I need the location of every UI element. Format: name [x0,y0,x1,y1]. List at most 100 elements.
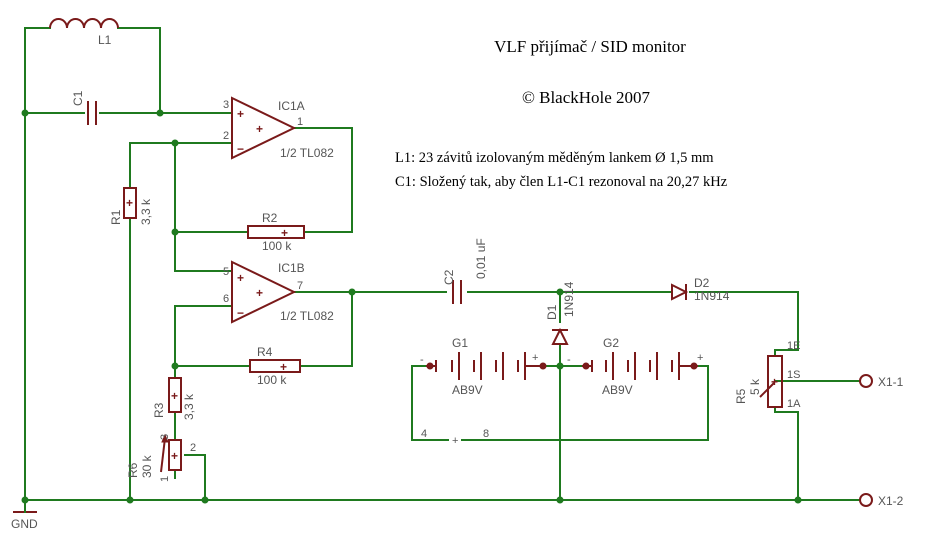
copyright-notice: © BlackHole 2007 [522,88,651,107]
ic1a-value: 1/2 TL082 [280,146,334,160]
r6-label: R6 [126,462,140,478]
g2-label: G2 [603,336,619,350]
resistor-body-icon [249,359,301,373]
resistor-body-icon [168,377,182,413]
c1-label: C1 [71,90,85,106]
battery-g1: - + G1 AB9V [420,336,547,397]
ic1a-label: IC1A [278,99,305,113]
resistor-r4: + R4 100 k [249,345,301,387]
r5-pin-a: 1A [787,398,801,410]
ic1b-pin6: 6 [223,293,229,305]
trimmer-arrow-icon [160,437,166,473]
note-l1: L1: 23 závitů izolovaným měděným lankem … [395,150,714,166]
junction-dot [156,109,164,117]
junction-dot [171,139,179,147]
ic1a-pin1: 1 [297,116,303,128]
r6-pin3: 3 [159,434,171,440]
note-c1: C1: Složený tak, aby člen L1-C1 rezonova… [395,174,728,190]
ic1b-pin5: 5 [223,266,229,278]
wire-l1-loop [24,27,161,114]
supply-plus-sign: + [452,435,458,447]
wire-r5 [774,349,799,501]
battery-terminal-icon [582,362,590,370]
junction-dot [171,228,179,236]
terminal-x1-1: X1-1 [859,374,904,389]
junction-dot [126,496,134,504]
wire-r6-wiper [184,454,206,501]
opamp-ic1b: + − + 5 6 7 IC1B 1/2 TL082 [223,260,334,324]
r6-pin1: 1 [159,476,171,482]
capacitor-c1: C1 [71,90,97,125]
r3-label: R3 [152,402,166,418]
resistor-marker: + [171,449,178,463]
resistor-marker: + [126,196,133,210]
schematic-title: VLF přijímač / SID monitor [494,37,686,56]
opamp-triangle-icon [231,96,297,160]
junction-dot [171,362,179,370]
junction-dot [201,496,209,504]
wire-c2-d2 [467,291,799,351]
r6-value: 30 k [140,454,154,478]
diode-d2: D2 1N914 [671,276,730,303]
opamp-triangle-icon [231,260,297,324]
g1-value: AB9V [452,383,483,397]
r6-pin2: 2 [190,442,196,454]
diode-d1: D1 1N914 [545,281,576,345]
potentiometer-body-icon [767,355,783,408]
resistor-marker: + [280,360,287,374]
r4-value: 100 k [257,373,287,387]
potentiometer-wiper-icon [759,382,775,398]
battery-terminal-icon [539,362,547,370]
d2-label: D2 [694,276,710,290]
supply-pins: 4 + 8 [421,428,489,447]
r1-label: R1 [109,209,123,225]
wire-ic1a-minus [129,142,233,189]
resistor-r2: + R2 100 k [247,211,305,253]
opamp-plus-sign: + [237,271,244,285]
r2-label: R2 [262,211,278,225]
c2-label: C2 [442,269,456,285]
r5-value: 5 k [748,378,762,395]
supply-pin4: 4 [421,428,427,440]
wires [24,27,861,501]
resistor-r1: + R1 3,3 k [109,187,153,225]
inductor-coil-icon [49,18,119,29]
trimmer-body-icon [168,439,182,471]
terminal-x1-2: X1-2 [859,493,904,508]
r5-label: R5 [734,388,748,404]
ic1a-pin3: 3 [223,99,229,111]
junctions [21,109,802,504]
g2-value: AB9V [602,383,633,397]
c2-value: 0,01 uF [474,238,488,279]
d1-label: D1 [545,304,559,320]
g1-plus-sign: + [532,352,538,364]
wire-feedback-node [174,142,233,272]
r5-pin-s: 1S [787,369,800,381]
opamp-minus-sign: − [237,142,244,156]
g2-plus-sign: + [697,352,703,364]
capacitor-c2: C2 0,01 uF [442,238,488,304]
opamp-plus-sign: + [237,107,244,121]
d1-value: 1N914 [562,281,576,317]
terminal-pad-icon [859,374,873,388]
resistor-marker: + [171,389,178,403]
ic1b-pin7: 7 [297,280,303,292]
inductor-l1: L1 [49,18,119,47]
resistor-body-icon [247,225,305,239]
resistor-marker: + [281,226,288,240]
ground-symbol: GND [11,499,38,531]
gnd-label: GND [11,517,38,531]
battery-terminal-icon [690,362,698,370]
l1-label: L1 [98,33,112,47]
supply-pin8: 8 [483,428,489,440]
junction-dot [556,496,564,504]
wire-r2-feedback [174,127,353,233]
diode-triangle-icon [551,327,569,345]
opamp-power-sign: + [256,122,263,136]
opamp-ic1a: + − + 3 2 1 IC1A 1/2 TL082 [223,96,334,160]
junction-dot [556,288,564,296]
trimmer-r6: + 3 2 1 R6 30 k [126,433,196,482]
wire-r4-feedback [174,291,353,367]
r1-value: 3,3 k [139,198,153,225]
opamp-power-sign: + [256,286,263,300]
